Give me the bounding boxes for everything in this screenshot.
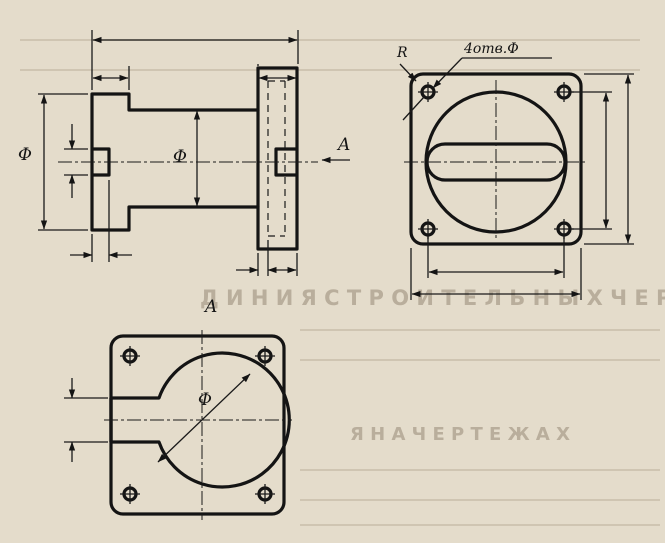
end-view-flange (409, 72, 583, 246)
background-heading-1: Д И Н И Я С Т Р О И Т Е Л Ь Н Ы Х Ч Е Р … (200, 285, 665, 310)
view-a-diameter-label: Φ (198, 390, 212, 410)
front-view: Φ Φ A (18, 30, 350, 276)
flange-diameter-label: Φ (18, 145, 32, 165)
body-diameter-label: Φ (173, 147, 187, 167)
background-print: Д И Н И Я С Т Р О И Т Е Л Ь Н Ы Х Ч Е Р … (20, 39, 665, 526)
view-a: A Φ (64, 297, 292, 520)
holes-note-label: 4отв.Φ (463, 41, 519, 57)
holes-note-leader (432, 57, 463, 89)
view-a-holes (120, 346, 275, 504)
radius-leader (399, 63, 417, 82)
view-a-diameter-dimension (157, 373, 251, 463)
view-arrow-label: A (336, 135, 350, 155)
view-a-title: A (203, 297, 217, 317)
radius-leader-line (402, 96, 425, 121)
front-view-outline (90, 66, 299, 251)
background-heading-2: Я Н А Ч Е Р Т Е Ж А Х (350, 424, 570, 445)
view-a-keyhole (109, 351, 291, 489)
end-view: R 4отв.Φ (396, 41, 634, 300)
radius-label: R (396, 45, 408, 61)
